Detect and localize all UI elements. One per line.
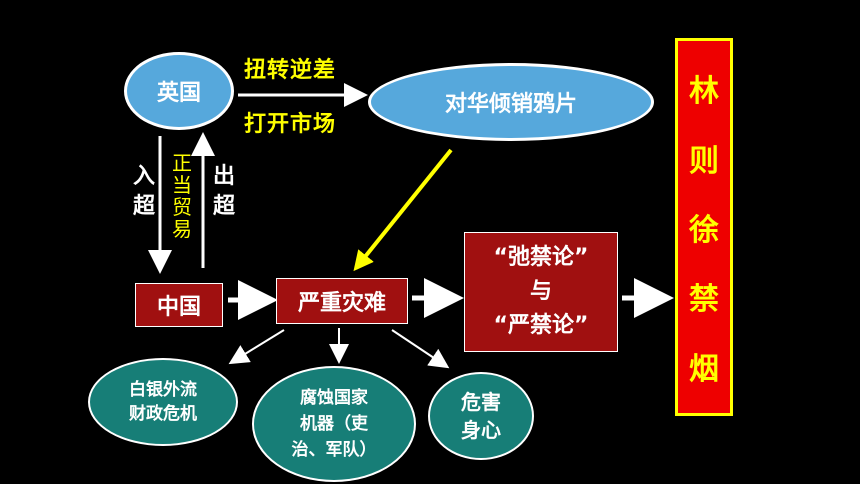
export-char-1: 出 (212, 164, 235, 189)
health-line-2: 身心 (461, 418, 501, 442)
lin-char-3: 徐 (689, 212, 719, 248)
health-line-1: 危害 (461, 390, 501, 414)
health-effect: 危害 身心 (428, 372, 534, 460)
silver-effect: 白银外流 财政危机 (88, 358, 238, 446)
arrow-to-health (391, 329, 450, 369)
silver-line-1: 白银外流 (129, 380, 197, 400)
china-label: 中国 (156, 295, 201, 320)
legit-char-2: 当 (172, 173, 192, 197)
arrow-to-silver (228, 329, 285, 365)
dumping-label: 对华倾销鸦片 (444, 92, 577, 117)
debate-line-1: “弛禁论” (493, 245, 589, 270)
britain-label: 英国 (156, 81, 201, 106)
lin-char-4: 禁 (689, 282, 719, 318)
corrupt-effect: 腐蚀国家 机器（吏 治、军队） (252, 366, 416, 482)
lin-char-1: 林 (689, 74, 719, 110)
legit-char-3: 贸 (172, 195, 192, 219)
silver-line-2: 财政危机 (129, 404, 197, 424)
legit-char-4: 易 (172, 217, 192, 241)
disaster-node: 严重灾难 (276, 278, 408, 324)
lin-zexu-node: 林 则 徐 禁 烟 (675, 38, 733, 416)
corrupt-line-2: 机器（吏 (300, 414, 368, 434)
disaster-label: 严重灾难 (297, 291, 386, 316)
legit-trade-label: 正 当 贸 易 (170, 152, 194, 240)
export-char-2: 超 (212, 194, 235, 219)
import-char-1: 入 (132, 164, 155, 189)
legit-char-1: 正 (172, 151, 192, 175)
arrow-dumping-to-disaster (353, 148, 453, 272)
open-market-label: 打开市场 (244, 112, 337, 137)
lin-char-5: 烟 (689, 351, 719, 387)
reverse-deficit-label: 扭转逆差 (244, 58, 337, 83)
debate-line-3: “严禁论” (493, 313, 589, 338)
debate-line-2: 与 (529, 279, 552, 304)
lin-char-2: 则 (689, 143, 719, 179)
corrupt-line-1: 腐蚀国家 (300, 388, 368, 408)
china-node: 中国 (135, 283, 223, 327)
debate-node: “弛禁论” 与 “严禁论” (464, 232, 618, 352)
dumping-node: 对华倾销鸦片 (368, 63, 654, 141)
corrupt-line-3: 治、军队） (291, 440, 377, 460)
britain-node: 英国 (124, 52, 234, 130)
export-label: 出 超 (210, 162, 238, 222)
import-label: 入 超 (130, 162, 158, 222)
import-char-2: 超 (132, 194, 155, 219)
